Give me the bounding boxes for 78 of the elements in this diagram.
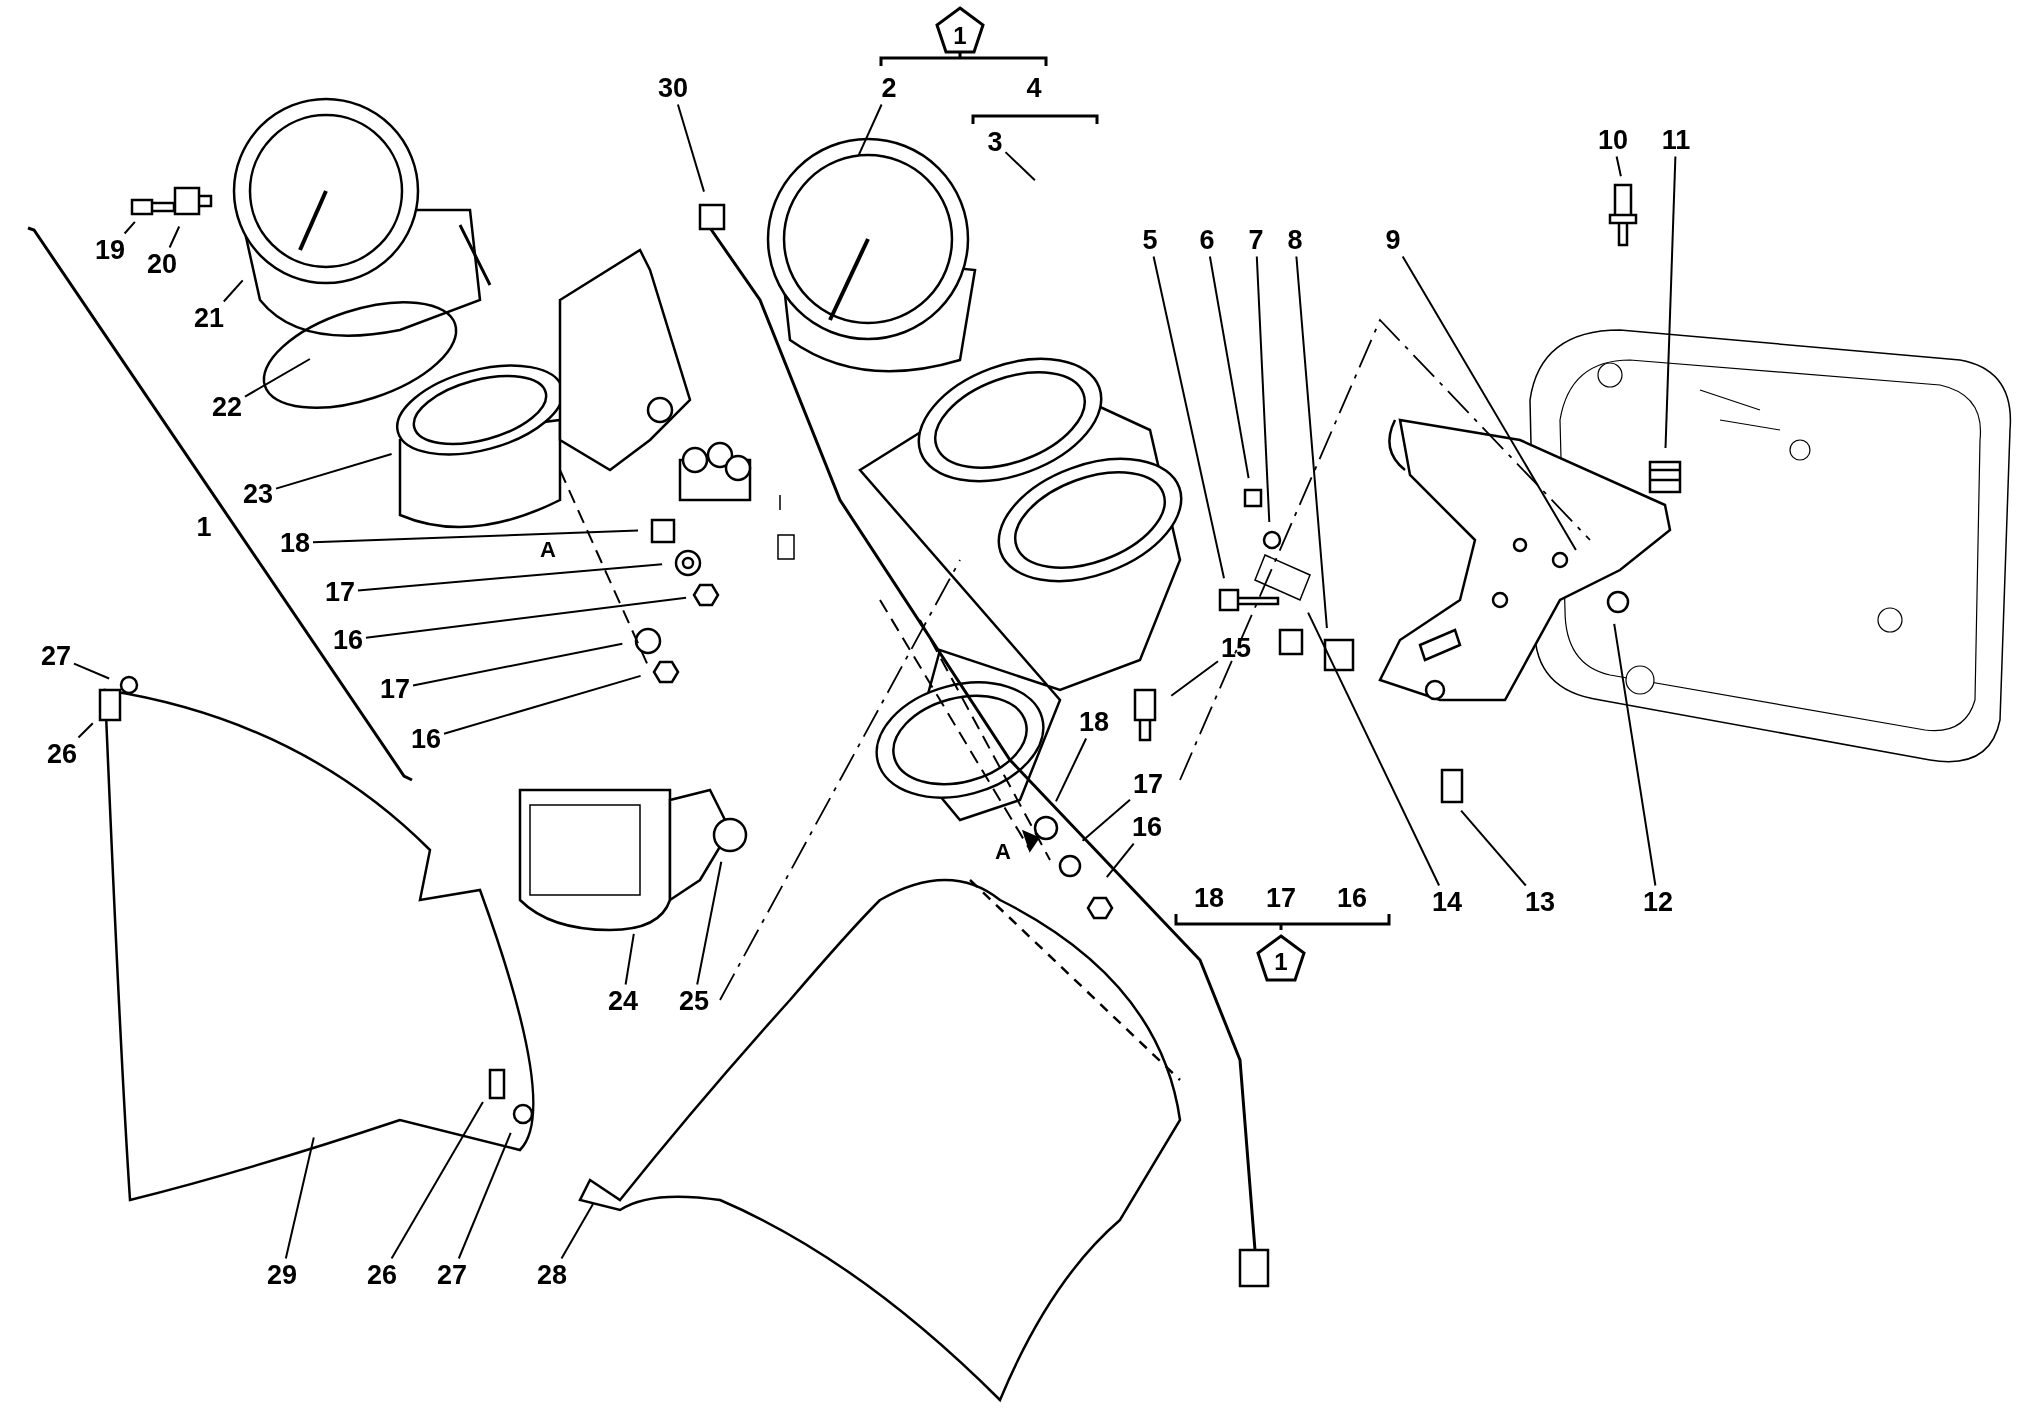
callout-number: 11 <box>1660 125 1692 155</box>
leader-line <box>1255 255 1271 523</box>
leader-line <box>1295 255 1328 629</box>
callout-number: 14 <box>1431 887 1463 917</box>
view-letter: A <box>994 840 1012 864</box>
callout-number: 2 <box>880 73 898 103</box>
leader-line <box>1170 660 1219 697</box>
leader-line <box>412 642 624 687</box>
callout-number: 17 <box>1132 769 1164 799</box>
callout-number: 28 <box>536 1260 568 1290</box>
leader-line <box>365 596 688 639</box>
leader-line <box>676 103 705 193</box>
reference-number: 1 <box>952 23 968 49</box>
reference-number: 1 <box>1273 949 1289 975</box>
callout-number: 16 <box>332 625 364 655</box>
callout-number: 21 <box>193 303 225 333</box>
leader-line <box>1055 737 1088 803</box>
callout-number: 9 <box>1384 225 1402 255</box>
callout-number: 15 <box>1220 633 1252 663</box>
callout-number: 18 <box>1078 707 1110 737</box>
leader-line <box>357 563 664 592</box>
callout-number: 12 <box>1642 887 1674 917</box>
leader-line <box>1081 798 1131 842</box>
callout-number: 10 <box>1597 125 1629 155</box>
leader-line <box>624 932 635 986</box>
callout-number: 13 <box>1524 887 1556 917</box>
leader-line <box>457 1131 512 1260</box>
callout-number: 16 <box>1336 883 1368 913</box>
callout-number: 27 <box>40 641 72 671</box>
leader-line <box>284 1136 315 1260</box>
leader-line <box>696 860 723 986</box>
callout-number: 20 <box>146 249 178 279</box>
callout-number: 3 <box>986 127 1004 157</box>
leader-line <box>1105 842 1135 879</box>
callout-number: 18 <box>1193 883 1225 913</box>
leader-line <box>73 662 111 680</box>
callout-number: 26 <box>46 739 78 769</box>
callout-number: 18 <box>279 528 311 558</box>
callout-number: 6 <box>1198 225 1216 255</box>
callout-number: 29 <box>266 1260 298 1290</box>
leader-line <box>443 674 642 735</box>
leader-line <box>1307 611 1441 887</box>
leader-line <box>1664 155 1677 449</box>
callout-number: 26 <box>366 1260 398 1290</box>
assembly-number: 4 <box>1025 73 1043 103</box>
callout-number: 17 <box>379 674 411 704</box>
callout-number: 17 <box>1265 883 1297 913</box>
callout-number: 5 <box>1141 225 1159 255</box>
leader-line <box>1401 255 1577 551</box>
callout-number: 7 <box>1247 225 1265 255</box>
callout-number: 30 <box>657 73 689 103</box>
leader-line <box>1208 255 1250 480</box>
callout-number: 22 <box>211 392 243 422</box>
leader-line <box>390 1101 484 1260</box>
view-letter: A <box>539 538 557 562</box>
leader-line <box>77 722 94 739</box>
leader-line <box>560 1203 594 1260</box>
callout-number: 25 <box>678 986 710 1016</box>
assembly-number: 1 <box>195 512 213 542</box>
leader-line <box>857 103 883 157</box>
callout-number: 8 <box>1286 225 1304 255</box>
callout-number: 27 <box>436 1260 468 1290</box>
callout-number: 24 <box>607 986 639 1016</box>
callout-number: 16 <box>410 724 442 754</box>
callout-number: 19 <box>94 235 126 265</box>
callout-number: 17 <box>324 577 356 607</box>
leader-line <box>222 279 244 303</box>
leader-line <box>312 529 639 544</box>
leader-line <box>275 453 393 490</box>
leader-line <box>123 220 136 235</box>
leader-line <box>1460 809 1527 887</box>
leader-line <box>1615 155 1622 178</box>
leader-line <box>1004 151 1036 182</box>
callout-number: 23 <box>242 479 274 509</box>
callout-number: 16 <box>1131 812 1163 842</box>
leader-line <box>168 225 181 249</box>
leader-line <box>1152 255 1225 580</box>
leader-line <box>1613 622 1657 887</box>
